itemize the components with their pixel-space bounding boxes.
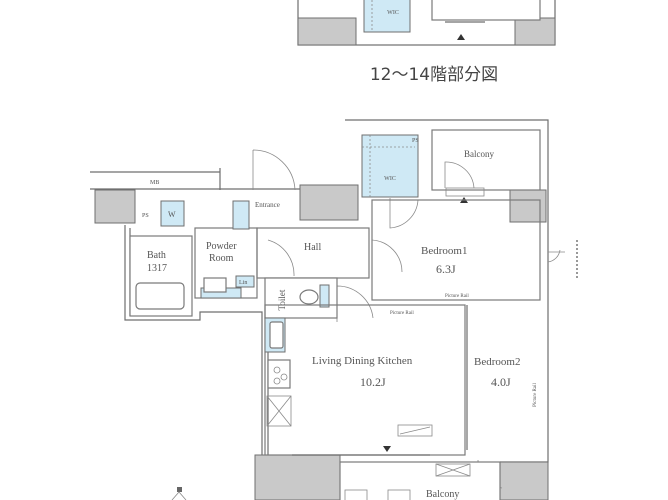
bedroom1-size: 6.3J [436, 262, 456, 276]
toilet-label: Toilet [277, 289, 287, 310]
picture-rail-label: Picture Rail [445, 294, 469, 299]
bedroom2-size: 4.0J [491, 375, 511, 389]
ldk-size: 10.2J [360, 375, 386, 389]
washer-label: W [168, 210, 176, 219]
balcony-top-label: Balcony [464, 149, 494, 159]
wic-label-main: WIC [384, 176, 396, 182]
partial-plan-top: WIC [297, 0, 556, 46]
picture-rail-label: Picture Rail [533, 383, 538, 407]
meter-box: MB [90, 168, 300, 190]
bath-size: 1317 [147, 263, 167, 274]
stove [267, 359, 291, 389]
linen-label: Lin [239, 280, 247, 286]
toilet-bowl [299, 289, 319, 305]
partial-plan-title: 12～14階部分図 [370, 65, 498, 85]
entry-arrow-icon [457, 34, 465, 40]
bedroom1-label: Bedroom1 [421, 245, 467, 257]
powder-room-label: Powder [206, 241, 237, 252]
sink [269, 321, 284, 349]
powder-room-label-2: Room [209, 253, 234, 264]
ps-label: PS [142, 213, 149, 219]
entry-arrow-icon [383, 446, 391, 452]
ldk-label: Living Dining Kitchen [312, 355, 413, 367]
compass-icon [171, 487, 187, 500]
picture-rail-label: Picture Rail [390, 311, 414, 316]
wic-label: WIC [387, 10, 399, 16]
balcony-bottom-label: Balcony [426, 489, 459, 500]
ps-label-2: PS [412, 138, 419, 144]
hall-label: Hall [304, 242, 321, 253]
mb-label: MB [150, 180, 159, 186]
bath-label: Bath [147, 250, 166, 261]
entrance-label: Entrance [255, 201, 280, 209]
bedroom2-label: Bedroom2 [474, 356, 520, 368]
bathtub [135, 282, 185, 310]
